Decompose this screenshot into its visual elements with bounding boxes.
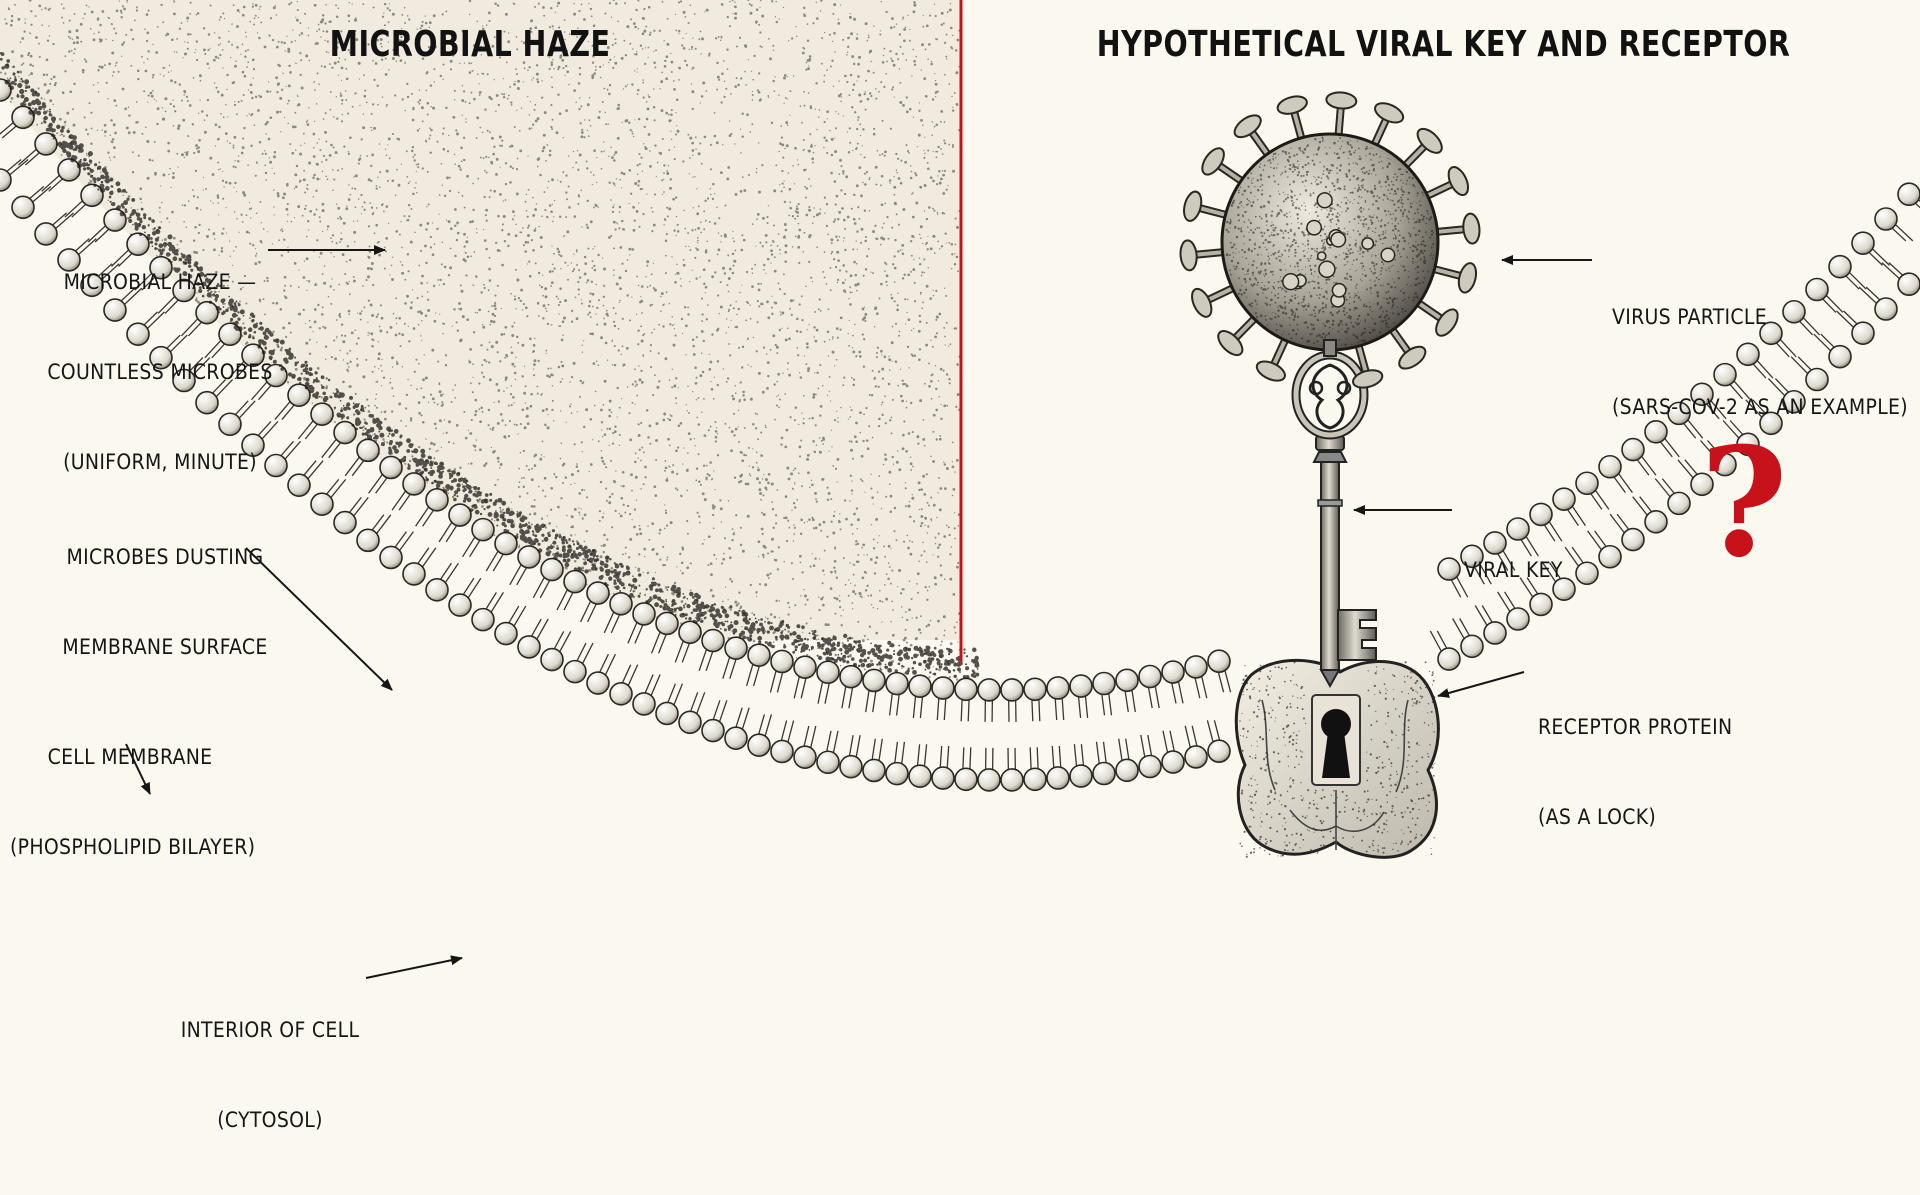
virus-particle xyxy=(1179,91,1481,389)
label-line: (AS A LOCK) xyxy=(1538,805,1657,829)
illustration xyxy=(0,0,1920,1088)
label-line: MICROBES DUSTING xyxy=(66,545,264,569)
label-line: VIRAL KEY xyxy=(1464,558,1563,582)
label-line: (SARS-COV-2 AS AN EXAMPLE) xyxy=(1612,395,1908,419)
label-line: (PHOSPHOLIPID BILAYER) xyxy=(10,835,256,859)
cell-membrane xyxy=(0,78,1920,792)
label-cell-membrane: CELL MEMBRANE (PHOSPHOLIPID BILAYER) xyxy=(10,682,256,922)
label-microbial-haze: MICROBIAL HAZE — COUNTLESS MICROBES (UNI… xyxy=(40,207,280,537)
leader-arrows xyxy=(125,245,1592,979)
label-line: COUNTLESS MICROBES xyxy=(47,360,273,384)
title-microbial-haze: MICROBIAL HAZE xyxy=(329,24,611,65)
receptor-protein xyxy=(1234,658,1440,859)
diagram: MICROBIAL HAZE HYPOTHETICAL VIRAL KEY AN… xyxy=(0,0,1920,1132)
label-interior-of-cell: INTERIOR OF CELL (CYTOSOL) xyxy=(170,955,370,1195)
label-line: RECEPTOR PROTEIN xyxy=(1538,715,1733,739)
label-line: MICROBIAL HAZE — xyxy=(63,270,257,294)
cytosol-area xyxy=(0,90,1920,1088)
label-line: CELL MEMBRANE xyxy=(47,745,213,769)
title-viral-key-receptor: HYPOTHETICAL VIRAL KEY AND RECEPTOR xyxy=(1096,24,1791,65)
label-line: (UNIFORM, MINUTE) xyxy=(63,450,257,474)
question-mark-icon: ? xyxy=(1700,415,1788,591)
label-virus-particle: VIRUS PARTICLE (SARS-COV-2 AS AN EXAMPLE… xyxy=(1612,242,1908,482)
label-line: MEMBRANE SURFACE xyxy=(62,635,268,659)
label-line: (CYTOSOL) xyxy=(217,1108,323,1132)
label-microbes-dusting: MICROBES DUSTING MEMBRANE SURFACE xyxy=(50,482,280,722)
arrow-membrane xyxy=(125,743,151,795)
label-line: VIRUS PARTICLE xyxy=(1612,305,1767,329)
arrow-dusting xyxy=(245,547,393,691)
arrow-interior xyxy=(365,955,463,979)
label-receptor-protein: RECEPTOR PROTEIN (AS A LOCK) xyxy=(1538,652,1732,892)
label-line: INTERIOR OF CELL xyxy=(180,1018,360,1042)
arrow-receptor xyxy=(1437,671,1525,698)
label-viral-key: VIRAL KEY xyxy=(1464,495,1563,645)
